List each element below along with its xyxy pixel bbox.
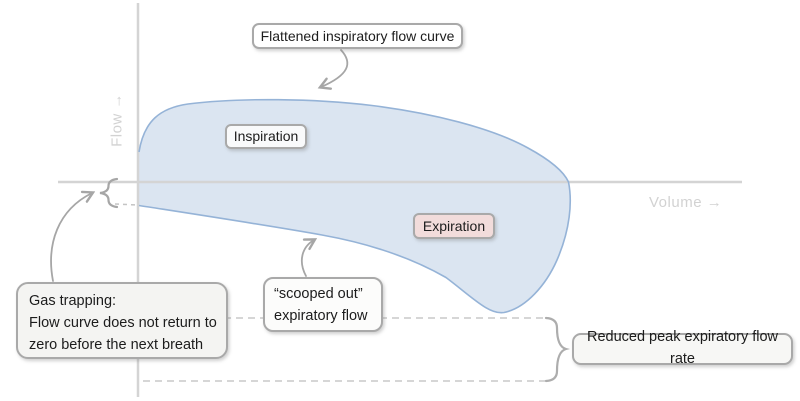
gas-trapping-line-1: Gas trapping: [29, 293, 117, 309]
gas-trapping-brace [99, 177, 119, 209]
flow-axis-label: Flow → [108, 93, 126, 147]
flattened-callout-arrow [321, 49, 349, 87]
reduced-peak-flow-brace [544, 316, 571, 383]
expiration-label: Expiration [413, 213, 495, 239]
scooped-callout-arrow [300, 240, 314, 277]
flow-volume-loop-fill [139, 99, 571, 313]
flattened-inspiratory-callout: Flattened inspiratory flow curve [252, 23, 463, 49]
flow-volume-loop-outline [138, 98, 572, 314]
gas-trapping-callout: Gas trapping: Flow curve does not return… [16, 282, 228, 359]
volume-axis-label: Volume → [649, 194, 723, 211]
gas-trapping-dashed-connector [114, 203, 139, 206]
gas-trapping-callout-arrow [50, 193, 92, 282]
gas-trapping-line-3: zero before the next breath [29, 337, 204, 353]
scooped-out-callout: “scooped out” expiratory flow [263, 277, 383, 332]
scooped-out-line-2: expiratory flow [274, 308, 368, 324]
scooped-out-line-1: “scooped out” [274, 286, 363, 302]
reduced-peak-flow-callout: Reduced peak expiratory flow rate [572, 329, 793, 367]
inspiration-label: Inspiration [225, 124, 307, 149]
gas-trapping-line-2: Flow curve does not return to [29, 315, 217, 331]
